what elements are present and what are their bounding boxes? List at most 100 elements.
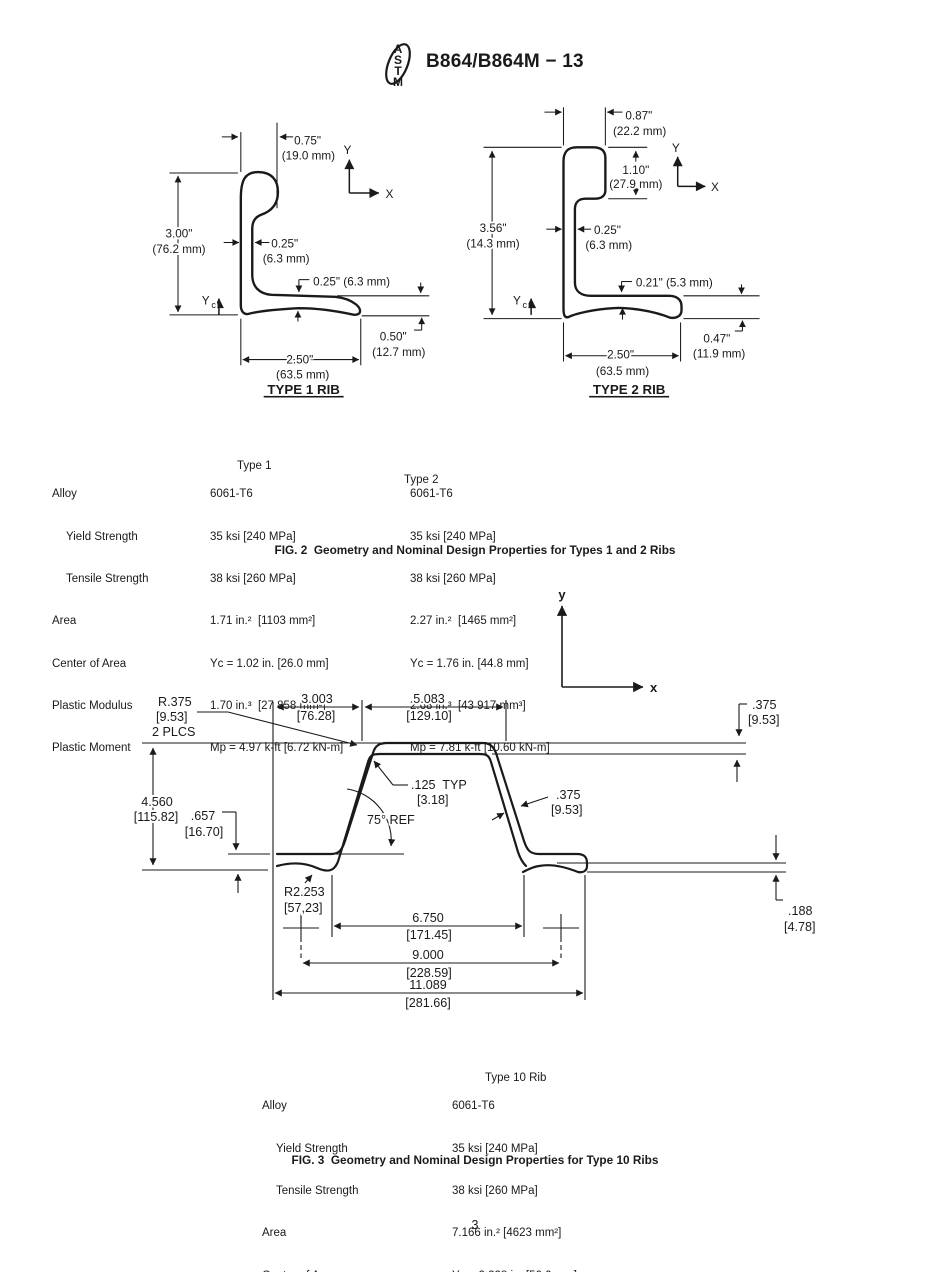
centroid-label-sub: c [523, 300, 528, 310]
fig3-drawing: y x R.375 [9.53] 2 PLCS 3.003 [76.28] 5.… [132, 585, 818, 1012]
dim-label: [3.18] [417, 793, 449, 807]
dim-label: 3.003 [301, 692, 333, 706]
type1-title: TYPE 1 RIB [267, 382, 340, 397]
y-axis-label: y [558, 587, 566, 602]
dim-label: R.375 [158, 695, 192, 709]
dim-label: 0.21" (5.3 mm) [636, 276, 713, 289]
dim-label: 9.000 [412, 948, 444, 962]
dim-label: 4.560 [141, 795, 173, 809]
dim-label: (6.3 mm) [263, 252, 310, 265]
dim-label: 0.50" [380, 331, 407, 344]
fig3-caption: FIG. 3 Geometry and Nominal Design Prope… [291, 1153, 659, 1167]
type2-title: TYPE 2 RIB [593, 382, 666, 397]
centroid-label: Y [513, 294, 521, 307]
dim-label: [9.53] [156, 710, 188, 724]
dim-label: 3.56" [480, 222, 507, 235]
x-axis-label: x [650, 680, 658, 695]
dim-label: .188 [788, 904, 813, 918]
astm-logo-letter: M [393, 75, 403, 89]
type10-rib-inner-profile [275, 752, 528, 872]
dim-label: (63.5 mm) [596, 365, 649, 378]
dim-label: 2.50" [607, 349, 634, 362]
type1-rib-profile [239, 170, 362, 317]
dim-label: 0.75" [294, 134, 321, 147]
dim-label: 11.089 [409, 978, 447, 992]
arrow-line [304, 874, 313, 884]
dim-label: .657 [191, 809, 216, 823]
type10-rib-outer-profile [275, 741, 589, 874]
astm-logo-letter: T [394, 64, 402, 78]
dim-label: (76.2 mm) [152, 243, 205, 256]
y-axis-label: Y [343, 143, 351, 157]
arrow-line [491, 812, 505, 821]
table-header-row: Type 10 Rib [262, 1057, 712, 1084]
dim-label: (22.2 mm) [613, 125, 666, 138]
dim-label: 0.25" [271, 237, 298, 250]
fig2-caption: FIG. 2 Geometry and Nominal Design Prope… [274, 543, 676, 557]
dim-label: 0.25" (6.3 mm) [313, 275, 390, 288]
dim-label: 1.10" [622, 164, 649, 177]
dim-label: 6.750 [412, 911, 444, 925]
dim-label: 3.00" [166, 228, 193, 241]
dim-label: (14.3 mm) [466, 237, 519, 250]
astm-logo-letter: S [394, 53, 402, 67]
dim-label: [129.10] [406, 709, 452, 723]
dim-label: [228.59] [406, 966, 452, 980]
x-axis-label: X [711, 180, 719, 194]
dim-label: [57,23] [284, 901, 323, 915]
arrow-line [520, 796, 549, 808]
dim-label: (19.0 mm) [282, 150, 335, 163]
astm-logo: A S T M [385, 42, 411, 89]
page-number: 3 [471, 1218, 479, 1232]
dim-label: .375 [752, 698, 777, 712]
dim-label: 0.25" [594, 224, 621, 237]
dim-label: 0.47" [703, 332, 730, 345]
dim-label: (12.7 mm) [372, 346, 425, 359]
column-header: Type 1 [237, 460, 272, 473]
dim-label: (27.9 mm) [609, 178, 662, 191]
dim-label: [4.78] [784, 920, 816, 934]
x-axis-label: X [386, 187, 394, 201]
type2-rib-profile [562, 146, 683, 320]
dim-label: (6.3 mm) [585, 239, 632, 252]
standard-designation: B864/B864M − 13 [426, 51, 584, 72]
dim-label: [76.28] [297, 709, 336, 723]
dim-label: .375 [556, 788, 581, 802]
dim-label: [16.70] [185, 825, 224, 839]
angle-arc [346, 788, 396, 847]
fig2-drawing: 0.75" (19.0 mm) Y X 3.00" (76.2 mm) 0.25… [150, 107, 760, 399]
y-axis-label: Y [672, 141, 680, 155]
column-header: Type 2 [404, 474, 439, 487]
centroid-label-sub: c [211, 300, 216, 310]
dim-label: 0.87" [625, 110, 652, 123]
astm-logo-orbit [385, 43, 411, 85]
dim-label: [9.53] [551, 803, 583, 817]
dim-label: 2 PLCS [152, 725, 195, 739]
astm-logo-letter: A [394, 42, 403, 56]
dim-label: [281.66] [405, 996, 451, 1010]
dim-label: .125 TYP [411, 778, 467, 792]
table-header-row: Type 1 Type 2 [52, 445, 652, 486]
angle-label: 75° REF [367, 813, 415, 827]
column-header: Type 10 Rib [485, 1072, 547, 1085]
dim-label: [9.53] [748, 713, 780, 727]
dim-label: [115.82] [134, 810, 179, 824]
dim-label: 5.083 [413, 692, 445, 706]
dim-label: (63.5 mm) [276, 369, 329, 382]
arrow-line [227, 711, 358, 747]
dim-label: 2.50" [286, 353, 313, 366]
dim-label: (11.9 mm) [693, 348, 745, 361]
